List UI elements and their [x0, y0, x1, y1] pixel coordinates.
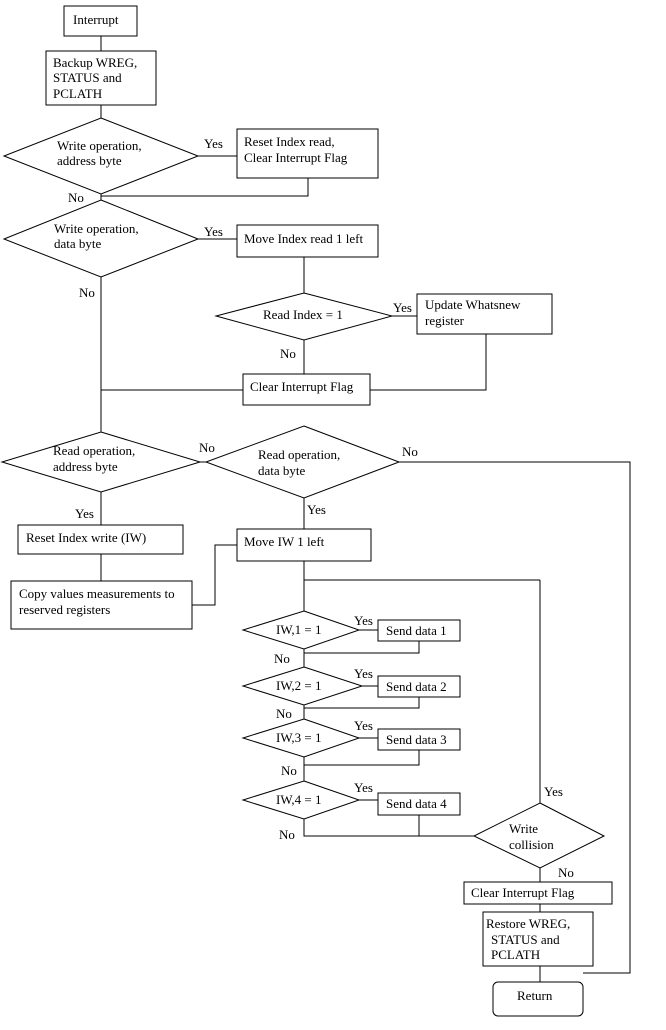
no-label: No [402, 444, 418, 459]
update-whatsnew-line-1: Update Whatsnew [425, 297, 521, 312]
yes-label: Yes [75, 506, 94, 521]
yes-label: Yes [204, 136, 223, 151]
yes-label: Yes [354, 718, 373, 733]
send-data-3-label: Send data 3 [386, 732, 447, 747]
reset-index-write-label: Reset Index write (IW) [26, 530, 146, 545]
interrupt-node: Interrupt [63, 5, 138, 37]
iw4-label: IW,4 = 1 [276, 792, 322, 807]
backup-line-2: STATUS and [53, 70, 122, 85]
read-address-decision: Read operation, address byte [0, 431, 202, 493]
restore-node: Restore WREG, STATUS and PCLATH [482, 911, 594, 967]
yes-label: Yes [544, 784, 563, 799]
no-label: No [68, 190, 84, 205]
clear-flag-1-node: Clear Interrupt Flag [242, 373, 371, 406]
no-label: No [280, 346, 296, 361]
no-label: No [274, 651, 290, 666]
read-index-label: Read Index = 1 [263, 307, 343, 322]
backup-node: Backup WREG, STATUS and PCLATH [45, 50, 157, 106]
write-data-line-1: Write operation, [54, 221, 139, 236]
restore-line-2: STATUS and [491, 932, 560, 947]
reset-index-write-node: Reset Index write (IW) [17, 524, 184, 555]
iw1-label: IW,1 = 1 [276, 622, 322, 637]
read-data-line-2: data byte [258, 463, 306, 478]
reset-index-read-node: Reset Index read, Clear Interrupt Flag [236, 128, 379, 179]
yes-label: Yes [354, 666, 373, 681]
send-data-1-label: Send data 1 [386, 623, 447, 638]
read-data-line-1: Read operation, [258, 447, 340, 462]
read-index-decision: Read Index = 1 [214, 292, 394, 341]
yes-label: Yes [204, 224, 223, 239]
restore-line-3: PCLATH [491, 947, 540, 962]
backup-line-3: PCLATH [53, 86, 102, 101]
write-collision-line-2: collision [509, 837, 554, 852]
clear-flag-2-node: Clear Interrupt Flag [463, 881, 613, 905]
copy-values-line-2: reserved registers [19, 602, 110, 617]
reset-index-read-line-2: Clear Interrupt Flag [244, 150, 348, 165]
write-data-decision: Write operation, data byte [2, 199, 200, 278]
branch-labels: Yes No Yes No Yes No No No Yes Yes Yes N… [68, 136, 574, 880]
interrupt-label: Interrupt [73, 12, 119, 27]
no-label: No [281, 763, 297, 778]
write-collision-line-1: Write [509, 821, 538, 836]
write-address-line-1: Write operation, [57, 138, 142, 153]
connectors [100, 36, 631, 982]
send-data-3-node: Send data 3 [377, 728, 461, 751]
move-index-read-label: Move Index read 1 left [244, 231, 364, 246]
backup-line-1: Backup WREG, [53, 55, 137, 70]
yes-label: Yes [354, 613, 373, 628]
send-data-4-node: Send data 4 [377, 792, 461, 816]
clear-flag-2-label: Clear Interrupt Flag [471, 885, 575, 900]
move-index-read-node: Move Index read 1 left [236, 224, 379, 258]
move-iw-label: Move IW 1 left [244, 534, 325, 549]
no-label: No [199, 440, 215, 455]
send-data-4-label: Send data 4 [386, 796, 447, 811]
no-label: No [558, 865, 574, 880]
iw3-label: IW,3 = 1 [276, 730, 322, 745]
read-address-line-2: address byte [53, 459, 118, 474]
read-data-decision: Read operation, data byte [204, 425, 401, 499]
send-data-1-node: Send data 1 [377, 619, 461, 642]
iw3-decision: IW,3 = 1 [241, 718, 361, 758]
yes-label: Yes [393, 300, 412, 315]
write-collision-decision: Write collision [472, 802, 606, 869]
write-address-line-2: address byte [57, 153, 122, 168]
clear-flag-1-label: Clear Interrupt Flag [250, 379, 354, 394]
no-label: No [79, 285, 95, 300]
return-label: Return [517, 988, 553, 1003]
send-data-2-label: Send data 2 [386, 679, 447, 694]
iw2-label: IW,2 = 1 [276, 678, 322, 693]
yes-label: Yes [307, 502, 326, 517]
iw2-decision: IW,2 = 1 [241, 666, 364, 706]
restore-line-1: Restore WREG, [486, 916, 570, 931]
yes-label: Yes [354, 780, 373, 795]
iw1-decision: IW,1 = 1 [241, 610, 361, 650]
return-node: Return [492, 981, 584, 1017]
write-address-decision: Write operation, address byte [2, 117, 200, 195]
update-whatsnew-line-2: register [425, 313, 465, 328]
copy-values-line-1: Copy values measurements to [19, 586, 175, 601]
no-label: No [276, 706, 292, 721]
copy-values-node: Copy values measurements to reserved reg… [10, 580, 193, 630]
update-whatsnew-node: Update Whatsnew register [416, 293, 553, 335]
send-data-2-node: Send data 2 [377, 675, 461, 698]
write-data-line-2: data byte [54, 236, 102, 251]
no-label: No [279, 827, 295, 842]
move-iw-node: Move IW 1 left [236, 528, 372, 562]
reset-index-read-line-1: Reset Index read, [244, 134, 335, 149]
iw4-decision: IW,4 = 1 [241, 780, 361, 820]
read-address-line-1: Read operation, [53, 443, 135, 458]
